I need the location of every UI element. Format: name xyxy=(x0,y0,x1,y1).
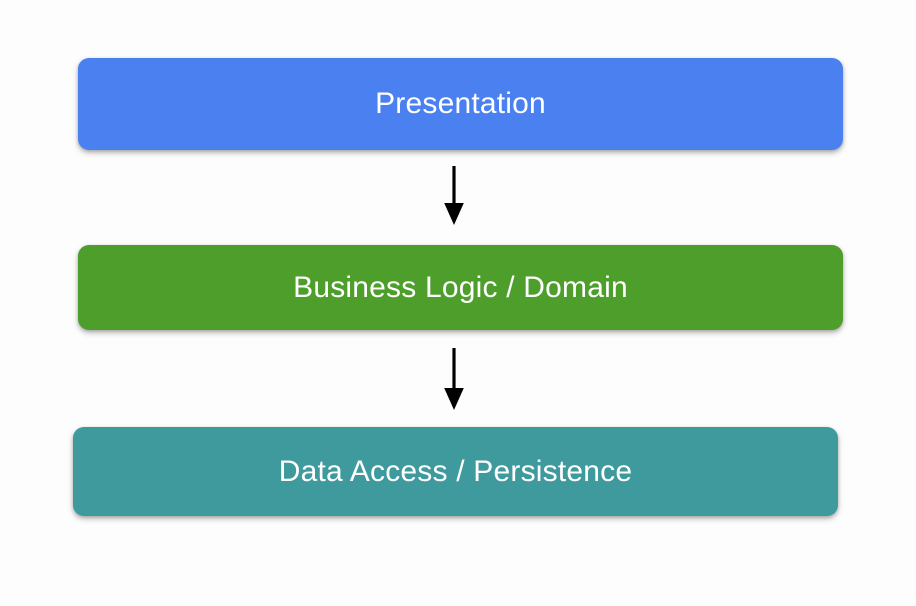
layer-box-presentation[interactable]: Presentation xyxy=(78,58,843,150)
arrow-presentation-to-business-icon xyxy=(444,166,464,225)
layer-box-business-logic[interactable]: Business Logic / Domain xyxy=(78,245,843,330)
arrow-business-to-data-icon xyxy=(444,348,464,410)
layer-box-data-access[interactable]: Data Access / Persistence xyxy=(73,427,838,516)
layer-label-business-logic: Business Logic / Domain xyxy=(293,270,628,304)
layer-label-presentation: Presentation xyxy=(375,87,546,120)
layer-label-data-access: Data Access / Persistence xyxy=(278,454,633,488)
